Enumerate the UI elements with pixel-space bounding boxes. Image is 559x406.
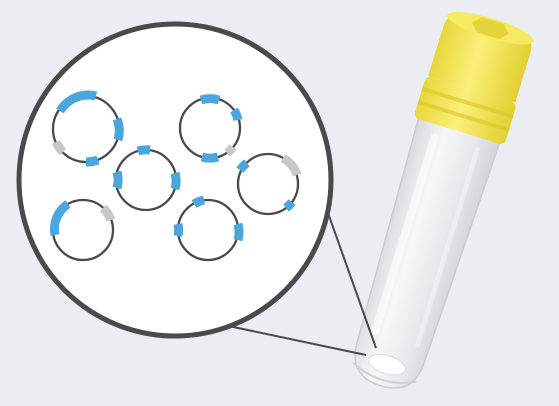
circular-plasmid-icon [49,198,116,262]
circular-plasmid-icon [173,195,244,262]
circular-plasmid-icon [178,94,243,163]
microcentrifuge-tube-icon [352,11,534,389]
circular-plasmid-icon [236,152,302,216]
cap-groove [421,86,514,119]
tube-body [354,112,503,389]
magnifier-line-bottom [223,324,367,356]
circular-plasmid-icon [51,90,124,167]
cap-star-recess [471,17,510,40]
cap-groove-2 [417,100,510,132]
plasmid-group [49,90,302,262]
tube-ring [352,361,417,384]
pellet [368,353,406,376]
tube-highlight [371,133,439,335]
tube-highlight-2 [415,146,480,348]
circular-plasmid-icon [112,145,181,212]
